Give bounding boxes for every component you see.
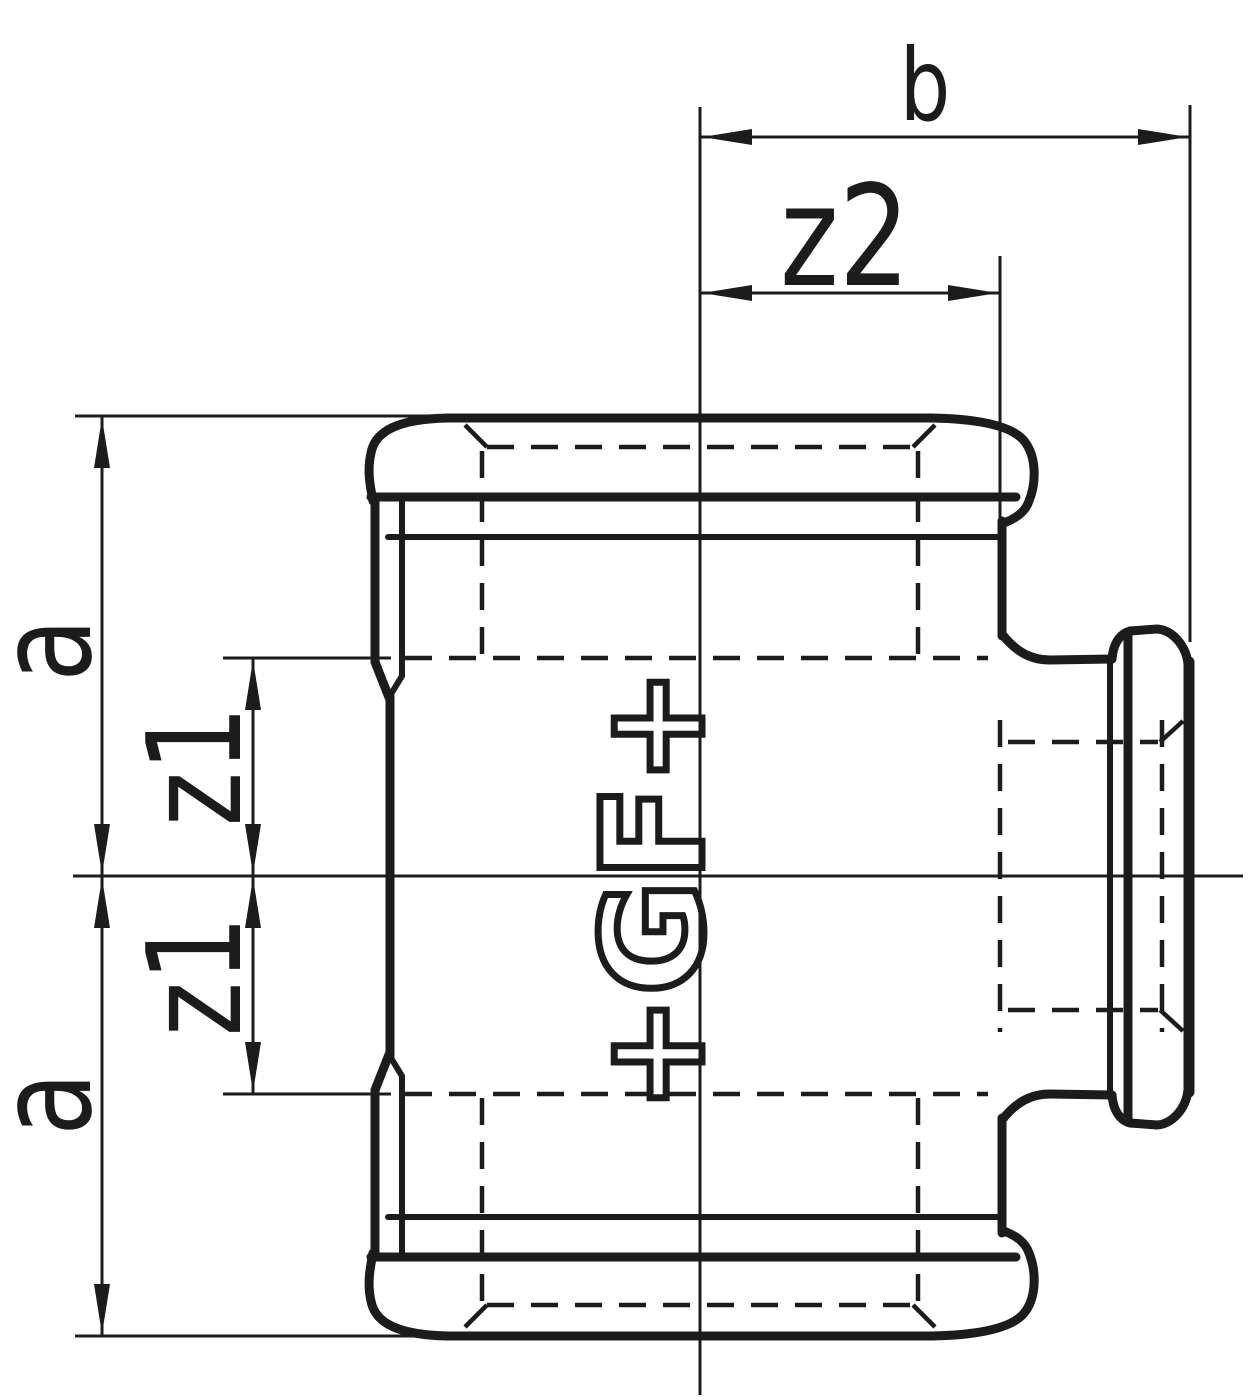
dim-label-z1-top: z1 <box>120 706 271 827</box>
dimension-labels: b z2 a z1 z1 a <box>0 28 950 1136</box>
branch-chamfer-bottom <box>1158 1008 1185 1033</box>
branch-bottom-wall <box>997 1089 1117 1125</box>
top-band-left-corner <box>364 413 453 506</box>
arrowhead-a-top-up <box>94 418 110 468</box>
dimension-arrowheads <box>94 129 1188 1334</box>
arrowhead-z1-bottom-up <box>245 878 261 928</box>
arrowhead-z1-bottom-down <box>245 1042 261 1092</box>
dim-label-b: b <box>900 28 951 144</box>
arrowhead-a-bottom-down <box>94 1284 110 1334</box>
left-lug-bottom-outer <box>370 1047 395 1258</box>
branch-top-bead <box>1107 624 1193 669</box>
dim-label-a-bottom: a <box>0 1072 121 1136</box>
bottom-socket-chamfer-right <box>911 1303 937 1329</box>
arrowhead-a-bottom-up <box>94 878 110 928</box>
gf-logo: +GF+ <box>573 667 736 1112</box>
branch-chamfer-top <box>1158 719 1185 744</box>
dim-label-z1-bottom: z1 <box>120 916 271 1037</box>
arrowhead-a-top-down <box>94 824 110 874</box>
bottom-band-left-corner <box>364 1248 453 1341</box>
arrowhead-z1-top-down <box>245 824 261 874</box>
extension-lines <box>75 105 1192 1338</box>
arrowhead-z1-top-up <box>245 660 261 710</box>
left-lug-top-outer <box>370 496 395 705</box>
left-lug-bottom-inner <box>388 1055 405 1258</box>
branch-top-wall <box>997 629 1117 665</box>
arrowhead-b-right <box>1138 129 1188 145</box>
arrowhead-b-left <box>702 129 752 145</box>
center-lines <box>73 107 1243 1395</box>
dim-label-a-top: a <box>0 618 121 682</box>
top-socket-chamfer-right <box>911 423 937 449</box>
branch-bottom-bead <box>1107 1085 1193 1130</box>
fitting-outline <box>364 413 1195 1341</box>
arrowhead-z2-left <box>702 285 752 301</box>
thread-dashed-lines <box>405 423 1185 1329</box>
top-band-right-corner <box>927 413 1039 528</box>
bottom-band-right-corner <box>927 1226 1039 1341</box>
left-lug-top-inner <box>388 496 405 697</box>
dim-label-z2: z2 <box>780 155 910 318</box>
top-socket-chamfer-left <box>463 423 489 449</box>
bottom-socket-chamfer-left <box>463 1303 489 1329</box>
arrowhead-z2-right <box>948 285 998 301</box>
